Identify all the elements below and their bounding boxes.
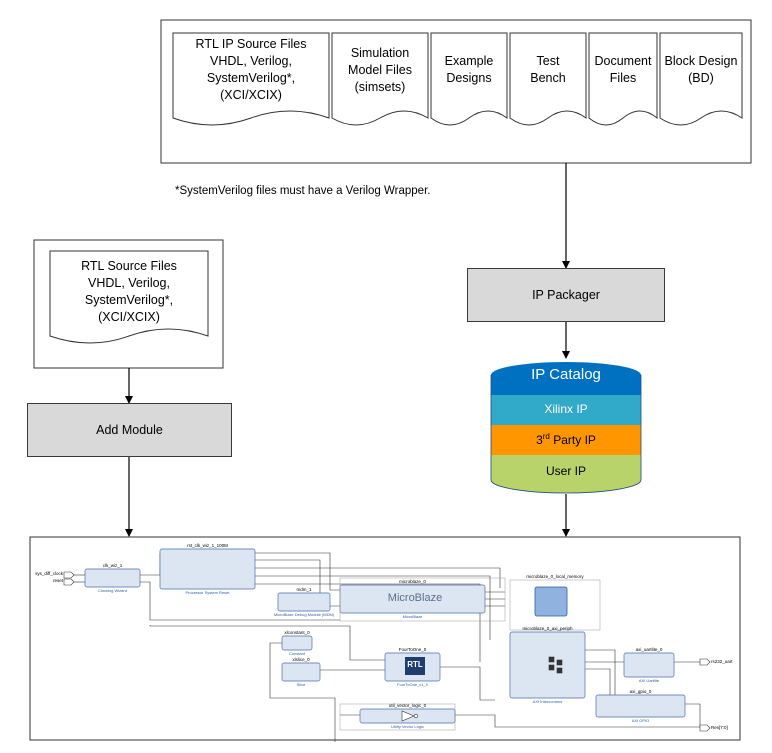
block-design-wires bbox=[72, 552, 701, 742]
rtl-sources-label: RTL Source Files VHDL, Verilog, SystemVe… bbox=[50, 258, 208, 326]
document-line-1: Document bbox=[594, 54, 652, 68]
ip-packager-label: IP Packager bbox=[532, 288, 600, 302]
catalog-title: IP Catalog bbox=[531, 366, 601, 383]
rtl-ip-doc-shape bbox=[172, 32, 330, 126]
ip-packager-box[interactable]: IP Packager bbox=[467, 268, 665, 322]
clk-wiz-block[interactable] bbox=[84, 568, 141, 588]
microblaze-block[interactable] bbox=[339, 577, 506, 622]
rtl-ip-line-4: (XCI/XCIX) bbox=[220, 88, 282, 102]
document-label: Document Files bbox=[589, 53, 657, 87]
bd-port-sys-clock: sys_diff_clock bbox=[35, 571, 63, 576]
rtl-ip-source-label: RTL IP Source Files VHDL, Verilog, Syste… bbox=[173, 36, 329, 104]
bd-rtl-logo: RTL bbox=[407, 660, 423, 669]
bd-mdm-sub: MicroBlaze Debug Module (MDM) bbox=[273, 612, 335, 617]
catalog-xilinx-label: Xilinx IP bbox=[544, 402, 588, 416]
document-line-2: Files bbox=[609, 71, 637, 85]
util-vector-block[interactable] bbox=[339, 703, 456, 731]
bd-port-leds: Res[7:0] bbox=[711, 725, 728, 730]
catalog-user-label: User IP bbox=[545, 464, 586, 478]
bd-axi-periph-name: microblaze_0_axi_periph bbox=[522, 626, 573, 631]
bd-rst-name: rst_clk_wiz_1_100M bbox=[187, 543, 228, 548]
footnote: *SystemVerilog files must have a Verilog… bbox=[175, 185, 431, 197]
bd-microblaze-logo: MicroBlaze bbox=[387, 592, 443, 604]
rtl-ip-line-1: RTL IP Source Files bbox=[195, 37, 307, 51]
uartlite-block[interactable] bbox=[623, 652, 675, 678]
axi-periph-block[interactable] bbox=[509, 631, 586, 699]
mdm-block[interactable] bbox=[277, 592, 331, 612]
ip-catalog-cylinder bbox=[490, 362, 642, 494]
block-design-label: Block Design (BD) bbox=[660, 53, 742, 87]
catalog-third-party-label: 3rd Party IP bbox=[491, 432, 641, 447]
example-line-1: Example bbox=[444, 54, 494, 68]
bd-gpio-sub: AXI GPIO bbox=[631, 718, 650, 723]
simulation-line-3: (simsets) bbox=[354, 80, 406, 94]
testbench-line-2: Bench bbox=[530, 71, 566, 85]
catalog-teal-layer bbox=[491, 395, 641, 425]
port-markers bbox=[63, 571, 711, 732]
bd-constant-name: xlconstant_0 bbox=[284, 630, 310, 635]
bd-rtl-module-sub: FourToOne_v1_0 bbox=[397, 682, 428, 687]
document-doc-shape bbox=[588, 32, 658, 126]
simulation-line-1: Simulation bbox=[350, 46, 410, 60]
catalog-outline bbox=[490, 375, 642, 494]
simulation-line-2: Model Files bbox=[348, 63, 412, 77]
bd-clk-wiz-name: clk_wiz_1 bbox=[102, 563, 123, 568]
gpio-block[interactable] bbox=[595, 694, 686, 718]
example-line-2: Designs bbox=[446, 71, 492, 85]
rtl-src-line-2: VHDL, Verilog, bbox=[88, 276, 170, 290]
rtl-src-line-3: SystemVerilog*, bbox=[84, 293, 174, 307]
rtl-ip-line-2: VHDL, Verilog, bbox=[210, 54, 292, 68]
block-design-doc-shape bbox=[659, 32, 743, 126]
bd-gpio-name: axi_gpio_0 bbox=[629, 689, 652, 694]
add-module-label: Add Module bbox=[96, 423, 163, 437]
bd-uartlite-name: axi_uartlite_0 bbox=[635, 647, 663, 652]
bd-constant-sub: Constant bbox=[288, 651, 305, 656]
testbench-label: Test Bench bbox=[510, 53, 586, 87]
third-party-suffix: Party IP bbox=[549, 433, 596, 447]
bd-local-mem-name: microblaze_0_local_memory bbox=[526, 574, 584, 579]
rtl-ip-line-3: SystemVerilog*, bbox=[206, 71, 296, 85]
bd-microblaze-name: microblaze_0 bbox=[399, 579, 426, 584]
bd-clk-wiz-sub: Clocking Wizard bbox=[98, 588, 127, 593]
catalog-top-ellipse bbox=[491, 362, 641, 388]
rtl-src-line-1: RTL Source Files bbox=[81, 259, 177, 273]
rtl-source-doc-shape bbox=[49, 250, 209, 344]
bd-util-sub: Utility Vector Logic bbox=[391, 724, 424, 729]
catalog-orange-layer bbox=[491, 425, 641, 455]
rtl-module-block[interactable] bbox=[384, 652, 441, 682]
block-design-line-1: Block Design bbox=[664, 54, 738, 68]
bd-rtl-module-name: FourToOne_0 bbox=[398, 647, 427, 652]
bd-rst-sub: Processor System Reset bbox=[185, 590, 230, 595]
bd-slice-sub: Slice bbox=[296, 682, 306, 687]
constant-block[interactable] bbox=[281, 635, 313, 651]
testbench-line-1: Test bbox=[536, 54, 560, 68]
third-party-sup: rd bbox=[542, 432, 550, 441]
example-label: Example Designs bbox=[431, 53, 507, 87]
testbench-doc-shape bbox=[509, 32, 587, 126]
bd-util-name: util_vector_logic_0 bbox=[388, 703, 427, 708]
rtl-src-line-4: (XCI/XCIX) bbox=[98, 310, 160, 324]
catalog-green-layer bbox=[491, 454, 641, 493]
local-memory-block[interactable] bbox=[509, 579, 601, 631]
add-module-box[interactable]: Add Module bbox=[27, 403, 232, 457]
slice-block[interactable] bbox=[281, 662, 321, 682]
bd-port-uart: rs232_uart bbox=[711, 659, 733, 664]
example-doc-shape bbox=[430, 32, 508, 126]
bd-uartlite-sub: AXI Uartlite bbox=[638, 678, 660, 683]
bd-microblaze-sub: MicroBlaze bbox=[402, 614, 423, 619]
rst-block[interactable] bbox=[159, 548, 256, 590]
block-design-line-2: (BD) bbox=[688, 71, 714, 85]
bd-port-reset: reset bbox=[52, 578, 63, 583]
bd-slice-name: xlslice_0 bbox=[292, 657, 310, 662]
simulation-doc-shape bbox=[331, 32, 429, 126]
simulation-label: Simulation Model Files (simsets) bbox=[332, 45, 428, 96]
bd-mdm-name: mdm_1 bbox=[296, 587, 312, 592]
third-party-prefix: 3 bbox=[536, 433, 543, 447]
bd-axi-periph-sub: AXI Interconnect bbox=[532, 699, 563, 704]
